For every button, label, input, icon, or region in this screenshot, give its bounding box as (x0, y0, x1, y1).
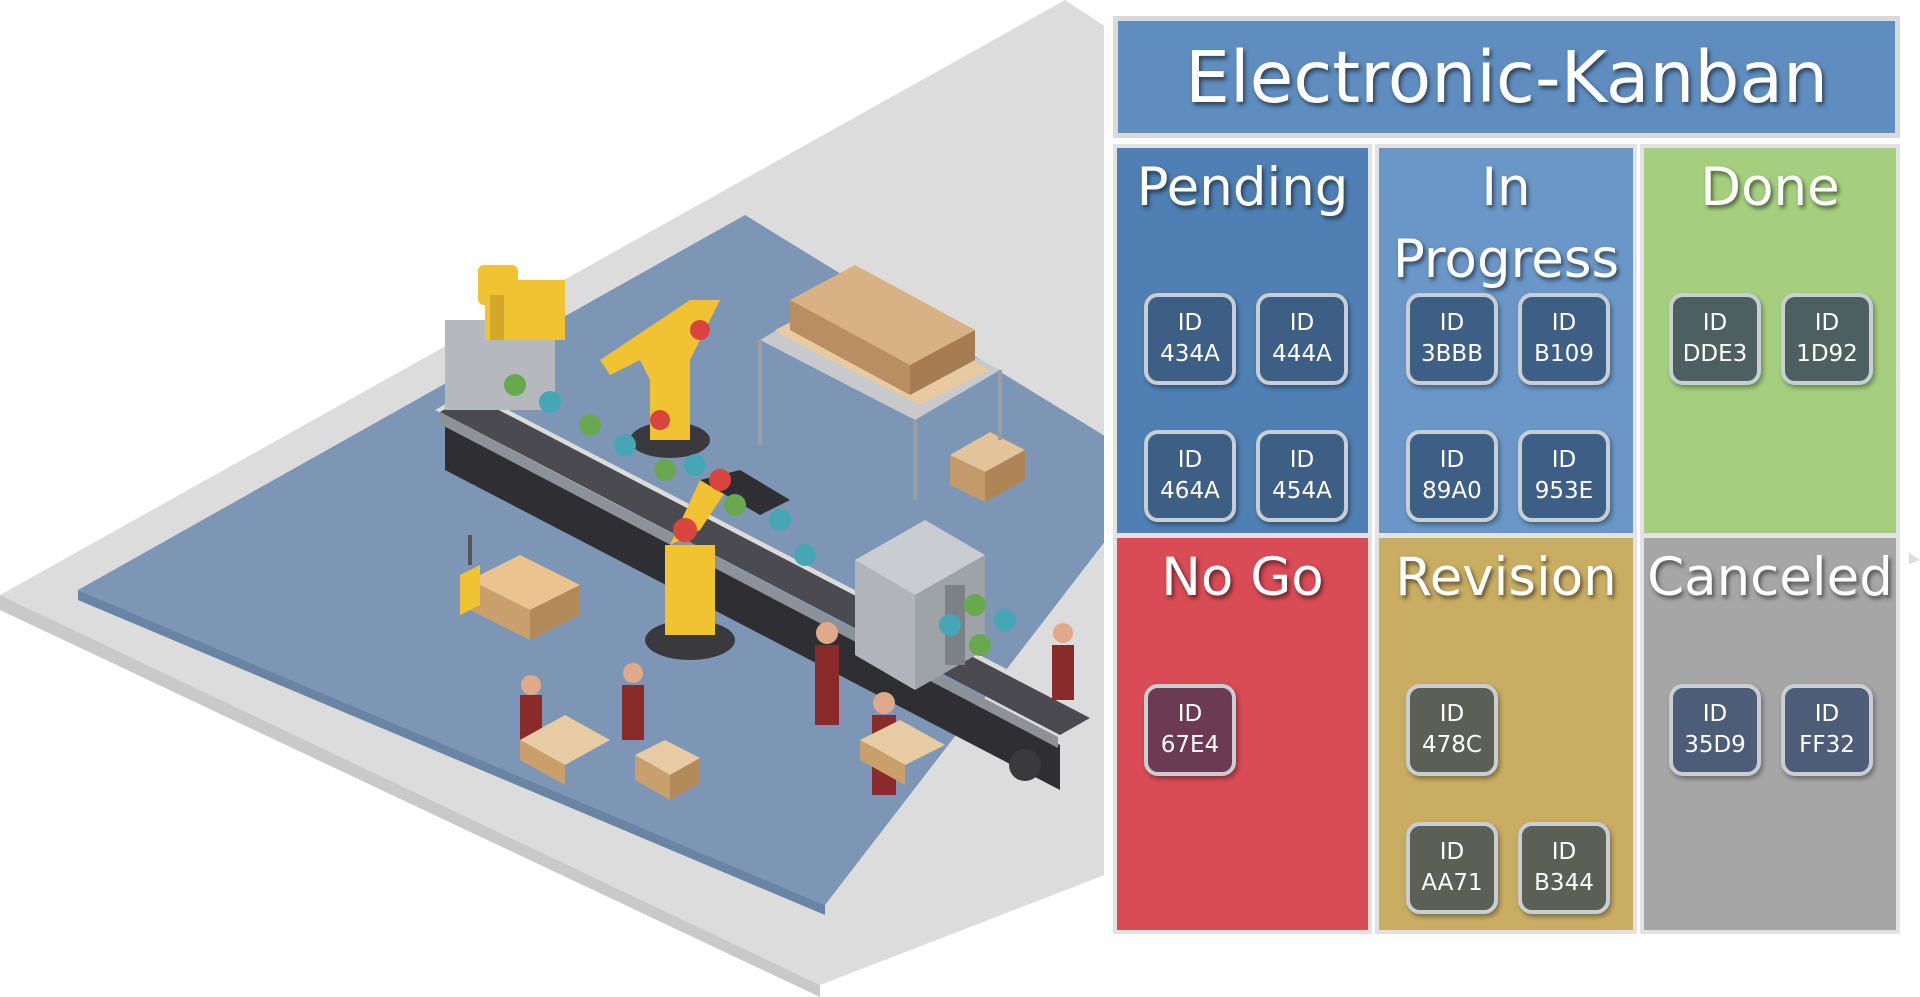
card-label: ID (1439, 839, 1465, 865)
kanban-card[interactable]: ID 35D9 (1669, 684, 1761, 776)
kanban-card[interactable]: ID 953E (1518, 430, 1610, 522)
board-title: Electronic-Kanban (1185, 35, 1828, 119)
column-canceled: Canceled ID 35D9 ID FF32 (1640, 534, 1900, 934)
kanban-board: Electronic-Kanban Pending ID 434A ID 444… (1104, 7, 1909, 941)
card-label: ID (1814, 701, 1840, 727)
column-title-no-go: No Go (1161, 547, 1324, 608)
card-label: ID (1177, 310, 1203, 336)
card-code: FF32 (1799, 732, 1855, 758)
column-title-line: In (1481, 157, 1531, 218)
kanban-card[interactable]: ID 464A (1144, 430, 1236, 522)
platform-side (0, 595, 820, 997)
card-label: ID (1551, 839, 1577, 865)
column-title-in-progress: In Progress (1379, 152, 1633, 296)
card-label: ID (1439, 310, 1465, 336)
kanban-card[interactable]: ID 89A0 (1406, 430, 1498, 522)
kanban-card[interactable]: ID 478C (1406, 684, 1498, 776)
kanban-card[interactable]: ID 454A (1256, 430, 1348, 522)
card-label: ID (1439, 447, 1465, 473)
card-code: 35D9 (1684, 732, 1746, 758)
floor-boxes (520, 715, 945, 800)
kanban-card[interactable]: ID DDE3 (1669, 293, 1761, 385)
card-code: 444A (1272, 341, 1332, 367)
kanban-card[interactable]: ID 444A (1256, 293, 1348, 385)
column-in-progress: In Progress ID 3BBB ID B109 ID 89A0 ID 9… (1375, 144, 1637, 537)
card-code: 89A0 (1422, 478, 1482, 504)
card-code: B344 (1534, 870, 1594, 896)
card-code: 953E (1534, 478, 1594, 504)
kanban-card[interactable]: ID B109 (1518, 293, 1610, 385)
card-code: 454A (1272, 478, 1332, 504)
robot-arm-top (445, 265, 565, 410)
card-code: 434A (1160, 341, 1220, 367)
kanban-card[interactable]: ID 1D92 (1781, 293, 1873, 385)
kanban-card[interactable]: ID FF32 (1781, 684, 1873, 776)
card-label: ID (1439, 701, 1465, 727)
column-title-revision: Revision (1395, 547, 1617, 608)
card-label: ID (1814, 310, 1840, 336)
kanban-card[interactable]: ID 67E4 (1144, 684, 1236, 776)
card-code: AA71 (1421, 870, 1483, 896)
board-header: Electronic-Kanban (1113, 16, 1900, 138)
column-no-go: No Go ID 67E4 (1113, 534, 1372, 934)
card-code: 464A (1160, 478, 1220, 504)
card-code: 67E4 (1160, 732, 1220, 758)
card-label: ID (1289, 310, 1315, 336)
column-title-pending: Pending (1136, 157, 1349, 218)
card-code: 478C (1422, 732, 1482, 758)
column-pending: Pending ID 434A ID 444A ID 464A ID 454A (1113, 144, 1372, 537)
location-markers (504, 374, 1016, 656)
column-title-canceled: Canceled (1647, 547, 1893, 608)
kanban-card[interactable]: ID B344 (1518, 822, 1610, 914)
scanning-gate (855, 520, 985, 690)
robot-arm-middle (600, 300, 720, 458)
card-label: ID (1177, 447, 1203, 473)
storage-rack (758, 265, 1025, 502)
card-label: ID (1289, 447, 1315, 473)
card-label: ID (1177, 701, 1203, 727)
robot-arm-lower (645, 469, 790, 660)
card-label: ID (1702, 310, 1728, 336)
column-title-line: Progress (1392, 229, 1620, 290)
kanban-card[interactable]: ID AA71 (1406, 822, 1498, 914)
card-code: B109 (1534, 341, 1594, 367)
card-code: 3BBB (1421, 341, 1483, 367)
factory-floor-edge (78, 590, 825, 915)
pallet-jack (460, 535, 580, 640)
column-revision: Revision ID 478C ID AA71 ID B344 (1375, 534, 1637, 934)
kanban-card[interactable]: ID 434A (1144, 293, 1236, 385)
card-code: 1D92 (1796, 341, 1858, 367)
card-label: ID (1702, 701, 1728, 727)
card-label: ID (1551, 447, 1577, 473)
column-title-done: Done (1700, 157, 1840, 218)
card-label: ID (1551, 310, 1577, 336)
column-done: Done ID DDE3 ID 1D92 (1640, 144, 1900, 537)
kanban-card[interactable]: ID 3BBB (1406, 293, 1498, 385)
card-code: DDE3 (1682, 341, 1748, 367)
